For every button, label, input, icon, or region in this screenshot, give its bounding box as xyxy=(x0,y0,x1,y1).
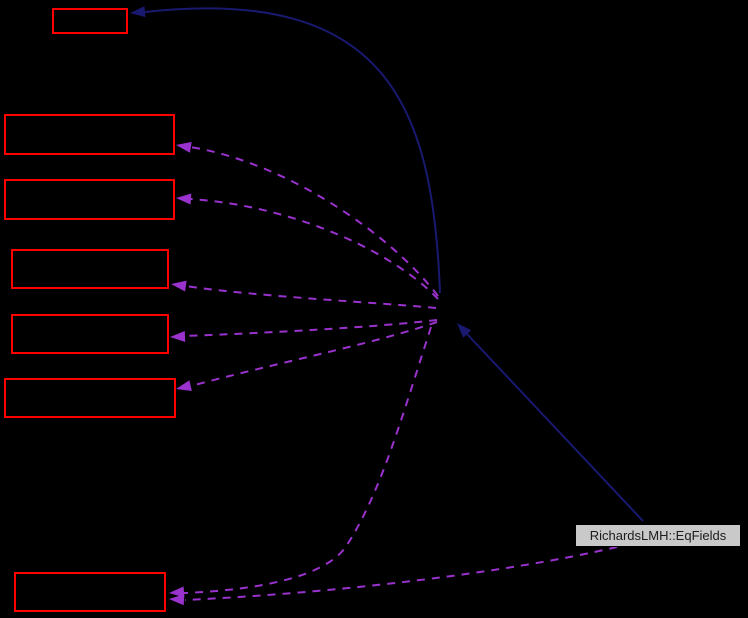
arrowhead-usage-box7-center xyxy=(169,586,185,598)
edge-inherit-eqfields xyxy=(466,333,644,522)
edge-usage-box7-eqfields xyxy=(184,546,618,601)
arrowhead-usage-box2 xyxy=(176,141,192,153)
class-node-2[interactable] xyxy=(4,114,175,155)
class-node-3[interactable] xyxy=(4,179,175,220)
class-node-4[interactable] xyxy=(11,249,169,289)
edge-inherit-top-box xyxy=(144,7,441,294)
class-node-5[interactable] xyxy=(11,314,169,354)
arrowhead-inherit-top-box xyxy=(130,6,146,18)
arrowhead-usage-box4 xyxy=(171,280,187,292)
edge-usage-box4 xyxy=(184,285,437,309)
arrowhead-usage-box5 xyxy=(170,330,186,342)
edge-usage-box3 xyxy=(189,198,439,300)
arrowhead-usage-box3 xyxy=(176,193,192,205)
arrowhead-usage-box7-eqfields xyxy=(169,594,185,606)
current-node-eqfields: RichardsLMH::EqFields xyxy=(575,524,741,547)
class-node-6[interactable] xyxy=(4,378,176,418)
arrowhead-inherit-eqfields xyxy=(457,323,472,338)
class-node-7[interactable] xyxy=(14,572,166,612)
class-node-1[interactable] xyxy=(52,8,128,34)
edge-usage-box7-center xyxy=(183,326,432,594)
edge-usage-box2 xyxy=(189,146,439,297)
arrowhead-usage-box6 xyxy=(176,380,192,391)
